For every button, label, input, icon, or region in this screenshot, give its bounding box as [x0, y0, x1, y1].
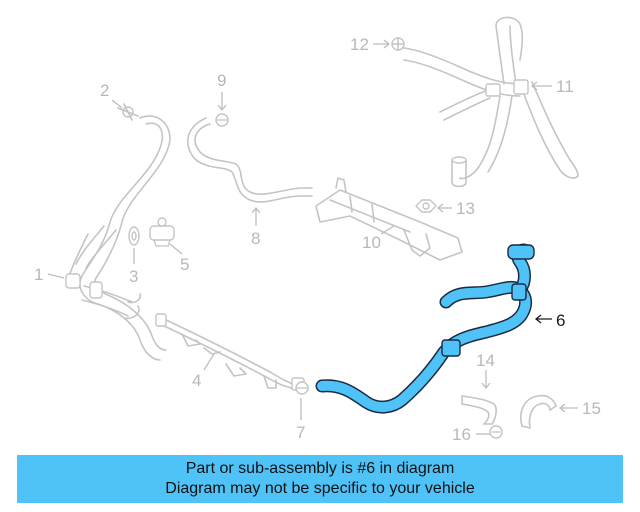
leader-9 — [217, 92, 227, 112]
part-2-clamp — [117, 103, 139, 121]
callout-4: 4 — [192, 371, 201, 390]
part-15-hose — [520, 394, 557, 429]
callout-12: 12 — [350, 35, 369, 54]
parts-diagram: 12 11 2 9 8 10 13 1 3 5 4 7 14 15 16 6 — [34, 16, 601, 444]
callout-3: 3 — [129, 267, 138, 286]
banner-line-2: Diagram may not be specific to your vehi… — [165, 480, 475, 497]
leader-10 — [380, 225, 395, 235]
callout-9: 9 — [217, 71, 226, 90]
callout-15: 15 — [582, 399, 601, 418]
part-4-tube — [155, 313, 305, 391]
leader-11 — [530, 81, 552, 91]
callout-5: 5 — [180, 255, 189, 274]
part-3-gasket — [128, 226, 140, 246]
part-14-hose — [461, 395, 497, 425]
part-13-nut — [415, 199, 437, 213]
part-6-clamp-lower — [441, 339, 461, 357]
leader-14 — [481, 370, 491, 390]
part-16-clip — [489, 425, 503, 439]
callout-10: 10 — [362, 233, 381, 252]
leader-8 — [251, 206, 261, 226]
callout-6: 6 — [556, 311, 565, 330]
leader-1 — [47, 273, 65, 279]
leader-13 — [436, 203, 452, 213]
leader-6 — [534, 314, 552, 324]
part-6-main-run — [317, 285, 531, 412]
part-7-clamp — [295, 381, 309, 395]
callout-labels: 12 11 2 9 8 10 13 1 3 5 4 7 14 15 16 6 — [34, 35, 601, 444]
callout-14: 14 — [476, 351, 495, 370]
part-12-clip — [391, 37, 405, 51]
leader-2 — [111, 99, 123, 109]
callout-8: 8 — [251, 229, 260, 248]
callout-2: 2 — [100, 81, 109, 100]
part-11-hose-assembly — [403, 16, 579, 188]
part-6-end-fitting — [507, 244, 535, 260]
banner-line-1: Part or sub-assembly is #6 in diagram — [185, 460, 455, 477]
callout-16: 16 — [452, 425, 471, 444]
info-banner: Part or sub-assembly is #6 in diagram Di… — [17, 455, 623, 503]
callout-11: 11 — [556, 77, 574, 96]
callout-13: 13 — [456, 199, 475, 218]
callout-1: 1 — [34, 265, 43, 284]
part-9-clamp — [215, 113, 229, 127]
leader-lines — [47, 39, 578, 435]
leader-4 — [203, 353, 215, 371]
part-5-fitting — [149, 217, 175, 247]
leader-15 — [558, 403, 578, 413]
part-1-hose — [65, 115, 171, 361]
part-8-hose — [186, 117, 313, 203]
callout-7: 7 — [296, 423, 305, 442]
leader-12 — [373, 39, 391, 49]
part-10-bracket — [315, 177, 463, 261]
part-6-hose-highlighted — [315, 243, 535, 414]
part-6-clamp-upper — [511, 283, 527, 301]
leader-5 — [169, 243, 183, 255]
